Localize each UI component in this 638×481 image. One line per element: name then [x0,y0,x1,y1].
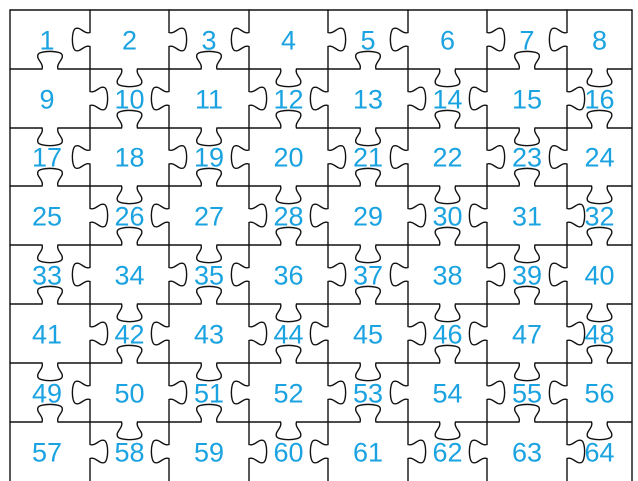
piece-number: 28 [273,203,303,230]
piece-number: 31 [512,203,542,230]
piece-number: 32 [584,203,614,230]
horizontal-cut-line [10,227,632,262]
piece-number: 55 [512,380,542,407]
piece-number: 56 [584,380,614,407]
piece-number: 44 [273,321,303,348]
piece-number: 62 [432,439,462,466]
piece-number: 8 [592,27,607,54]
piece-number: 14 [432,86,462,113]
horizontal-cut-line [10,286,632,321]
piece-number: 34 [114,262,144,289]
piece-number: 13 [353,86,383,113]
piece-number: 60 [273,439,303,466]
piece-number: 52 [273,380,303,407]
piece-number: 46 [432,321,462,348]
horizontal-cut-line [10,168,632,203]
piece-number: 25 [32,203,62,230]
piece-number: 36 [273,262,303,289]
piece-number: 38 [432,262,462,289]
piece-number: 35 [194,262,224,289]
horizontal-cut-line [10,51,632,86]
piece-number: 9 [39,86,54,113]
piece-number: 12 [273,86,303,113]
piece-number: 19 [194,145,224,172]
piece-number: 24 [584,145,614,172]
piece-number: 1 [39,27,54,54]
piece-number: 33 [32,262,62,289]
piece-number: 63 [512,439,542,466]
piece-number: 10 [114,86,144,113]
piece-number: 48 [584,321,614,348]
piece-number: 26 [114,203,144,230]
piece-number: 42 [114,321,144,348]
piece-number: 27 [194,203,224,230]
piece-number: 43 [194,321,224,348]
piece-number: 18 [114,145,144,172]
piece-number: 61 [353,439,383,466]
piece-number: 57 [32,439,62,466]
piece-number: 2 [122,27,137,54]
piece-number: 22 [432,145,462,172]
piece-number: 59 [194,439,224,466]
piece-number: 16 [584,86,614,113]
piece-number: 7 [519,27,534,54]
piece-number: 17 [32,145,62,172]
piece-number: 23 [512,145,542,172]
horizontal-cut-line [10,345,632,380]
piece-number: 40 [584,262,614,289]
piece-number: 6 [440,27,455,54]
piece-number: 37 [353,262,383,289]
piece-number: 5 [360,27,375,54]
piece-number: 4 [281,27,296,54]
piece-number: 51 [194,380,224,407]
horizontal-cut-line [10,404,632,439]
piece-number: 45 [353,321,383,348]
piece-number: 54 [432,380,462,407]
piece-number: 3 [201,27,216,54]
piece-number: 11 [195,86,223,113]
piece-number: 15 [512,86,542,113]
piece-number: 50 [114,380,144,407]
piece-number: 29 [353,203,383,230]
piece-number: 58 [114,439,144,466]
piece-number: 30 [432,203,462,230]
piece-number: 53 [353,380,383,407]
piece-number: 47 [512,321,542,348]
piece-number: 41 [32,321,62,348]
piece-number: 64 [584,439,614,466]
piece-number: 39 [512,262,542,289]
horizontal-cut-line [10,110,632,145]
piece-number: 49 [32,380,62,407]
piece-number: 20 [273,145,303,172]
piece-number: 21 [353,145,383,172]
